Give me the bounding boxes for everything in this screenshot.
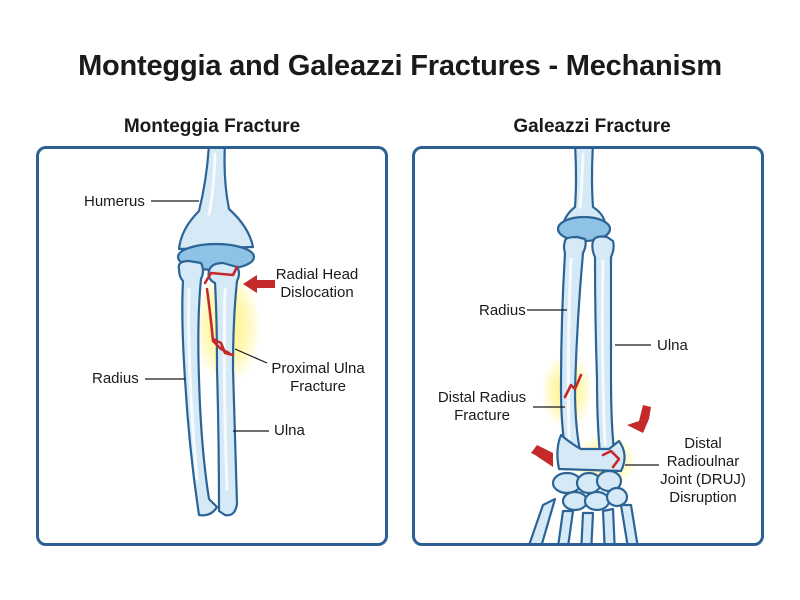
proximal-ulna-label-line1: Proximal Ulna (271, 360, 365, 377)
ulna-label: Ulna (274, 422, 305, 439)
proximal-ulna-label: Proximal Ulna Fracture (263, 360, 373, 396)
radial-head-label-line1: Radial Head (275, 266, 359, 283)
radius-label: Radius (92, 370, 139, 387)
radius-bone (559, 235, 587, 463)
distal-radius-label: Distal Radius Fracture (429, 389, 535, 425)
druj-label: Distal Radioulnar Joint (DRUJ) Disruptio… (655, 435, 751, 507)
distal-radius-label-line1: Distal Radius (437, 389, 527, 406)
druj-arrow-left (531, 445, 553, 467)
radial-head-dislocation (203, 265, 239, 355)
distal-radius-fracture-line (563, 373, 583, 399)
druj-label-line1: Distal (684, 435, 722, 452)
galeazzi-illustration (527, 149, 659, 543)
radial-head-label-line2: Dislocation (280, 284, 354, 301)
distal-radius-label-line2: Fracture (454, 407, 510, 424)
druj-label-line3: Joint (DRUJ) (660, 471, 746, 488)
radial-head-arrow (243, 275, 275, 293)
galeazzi-title: Galeazzi Fracture (513, 116, 671, 137)
page-title: Monteggia and Galeazzi Fractures - Mecha… (78, 50, 722, 82)
druj-arrow-right (627, 405, 651, 433)
ulna-label: Ulna (657, 337, 688, 354)
radial-head-label: Radial Head Dislocation (267, 266, 367, 302)
distal-radius (556, 433, 626, 473)
druj-disruption-line (601, 449, 621, 469)
radius-label: Radius (479, 302, 526, 319)
carpal-bones (551, 469, 629, 512)
druj-label-line2: Radioulnar (666, 453, 740, 470)
druj-label-line4: Disruption (669, 489, 737, 506)
proximal-ulna-label-line2: Fracture (290, 378, 346, 395)
galeazzi-panel: Radius Ulna Distal Radius Fracture Dista… (412, 146, 764, 546)
monteggia-illustration (145, 149, 275, 517)
monteggia-title: Monteggia Fracture (123, 116, 301, 137)
humerus-label: Humerus (84, 193, 145, 210)
humerus-bone (177, 149, 255, 251)
proximal-ulna-fracture-line (211, 337, 235, 357)
monteggia-panel: Humerus Radial Head Dislocation Proximal… (36, 146, 388, 546)
metacarpal-bones (528, 497, 639, 543)
